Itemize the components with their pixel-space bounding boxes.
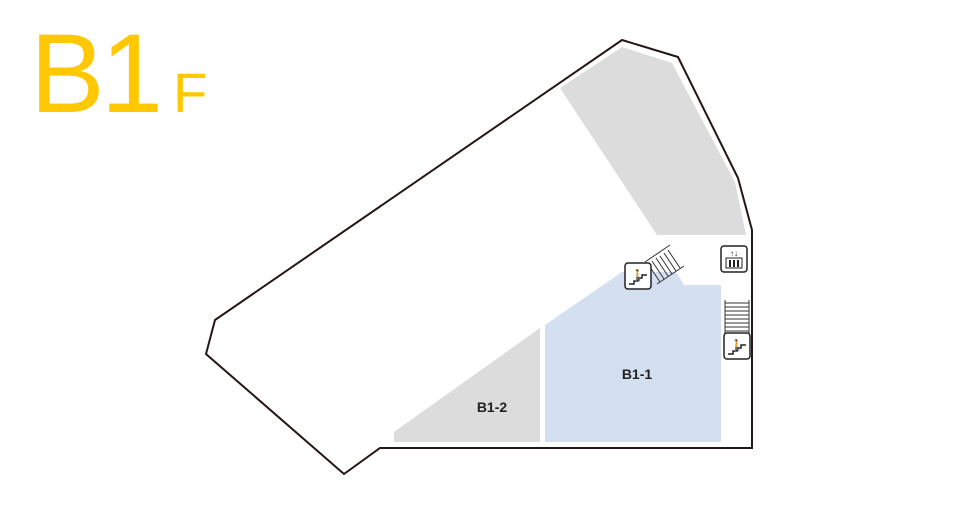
area-unlabeled[interactable] (560, 47, 746, 235)
stairs-diagonal (644, 244, 685, 285)
escalator-icon[interactable]: 🚶 (723, 332, 751, 360)
svg-text:🚶: 🚶 (730, 339, 744, 352)
floor-outline (204, 38, 753, 476)
floor-level: B1 (30, 11, 163, 136)
escalator-icon[interactable]: 🚶 (624, 262, 652, 290)
svg-text:🚶: 🚶 (631, 269, 645, 282)
area-b1-2[interactable] (394, 328, 540, 442)
svg-text:↑↓: ↑↓ (730, 249, 738, 258)
stairs-vertical (724, 300, 750, 334)
area-label-b1-2: B1-2 (477, 399, 508, 415)
area-b1-1[interactable] (545, 272, 721, 442)
area-label-b1-1: B1-1 (622, 366, 653, 382)
floor-suffix: F (173, 61, 208, 124)
elevator-icon[interactable]: ↑↓ (720, 245, 748, 273)
